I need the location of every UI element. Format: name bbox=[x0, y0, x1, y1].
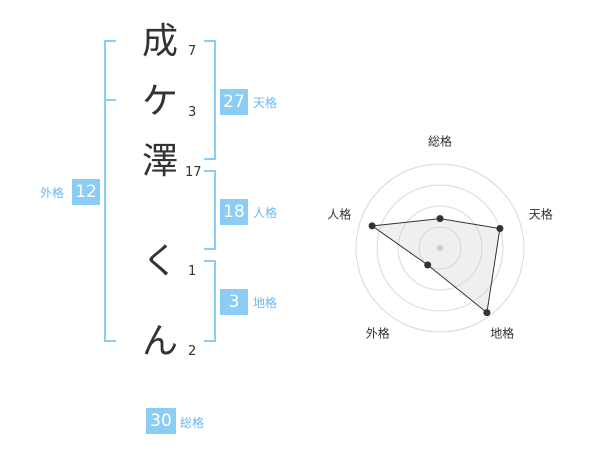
radar-axis-label-1: 総格 bbox=[428, 134, 452, 149]
tenkaku-bracket bbox=[204, 40, 216, 160]
radar-ring-2 bbox=[397, 205, 483, 291]
radar-point-2 bbox=[496, 225, 504, 232]
radar-center-dot bbox=[437, 245, 443, 251]
radar-ring-1 bbox=[418, 226, 462, 270]
chikaku-score: 3 bbox=[220, 289, 248, 315]
tenkaku-score: 27 bbox=[220, 89, 248, 115]
stroke-count-3: 17 bbox=[185, 165, 202, 180]
chikaku-bracket bbox=[204, 260, 216, 342]
soukaku-score: 30 bbox=[146, 408, 176, 434]
radar-point-4 bbox=[424, 261, 432, 269]
radar-axis-label-4: 外格 bbox=[366, 325, 390, 340]
radar-point-1 bbox=[436, 215, 444, 223]
stroke-count-4: 1 bbox=[188, 264, 197, 279]
radar-point-3 bbox=[483, 309, 491, 317]
stroke-count-1: 7 bbox=[188, 44, 197, 59]
gaikaku-score: 12 bbox=[72, 179, 100, 205]
radar-point-5 bbox=[368, 222, 376, 230]
jinkaku-label: 人格 bbox=[253, 206, 278, 220]
radar-points bbox=[368, 215, 504, 317]
name-char-3: 澤 bbox=[141, 141, 178, 182]
name-char-1: 成 bbox=[141, 21, 178, 62]
stroke-count-2: 3 bbox=[188, 105, 197, 120]
radar-ring-3 bbox=[376, 184, 504, 312]
jinkaku-score: 18 bbox=[220, 199, 248, 225]
jinkaku-bracket bbox=[204, 170, 216, 250]
radar-axis-label-3: 地格 bbox=[490, 325, 514, 340]
tenkaku-label: 天格 bbox=[253, 96, 278, 110]
radar-grid bbox=[355, 163, 525, 333]
stroke-count-5: 2 bbox=[188, 344, 197, 359]
gaikaku-bracket bbox=[104, 40, 116, 342]
radar-axis-label-2: 天格 bbox=[529, 207, 553, 222]
radar-axis-label-5: 人格 bbox=[327, 207, 351, 222]
radar-series-area bbox=[370, 218, 501, 314]
soukaku-label: 総格 bbox=[180, 416, 205, 430]
gaikaku-label: 外格 bbox=[40, 186, 65, 200]
chikaku-label: 地格 bbox=[253, 296, 278, 310]
gaikaku-tick bbox=[104, 99, 116, 101]
name-char-4: く bbox=[141, 241, 178, 282]
name-char-5: ん bbox=[141, 321, 178, 362]
radar-ring-4 bbox=[355, 163, 525, 333]
name-char-2: ケ bbox=[141, 81, 178, 122]
